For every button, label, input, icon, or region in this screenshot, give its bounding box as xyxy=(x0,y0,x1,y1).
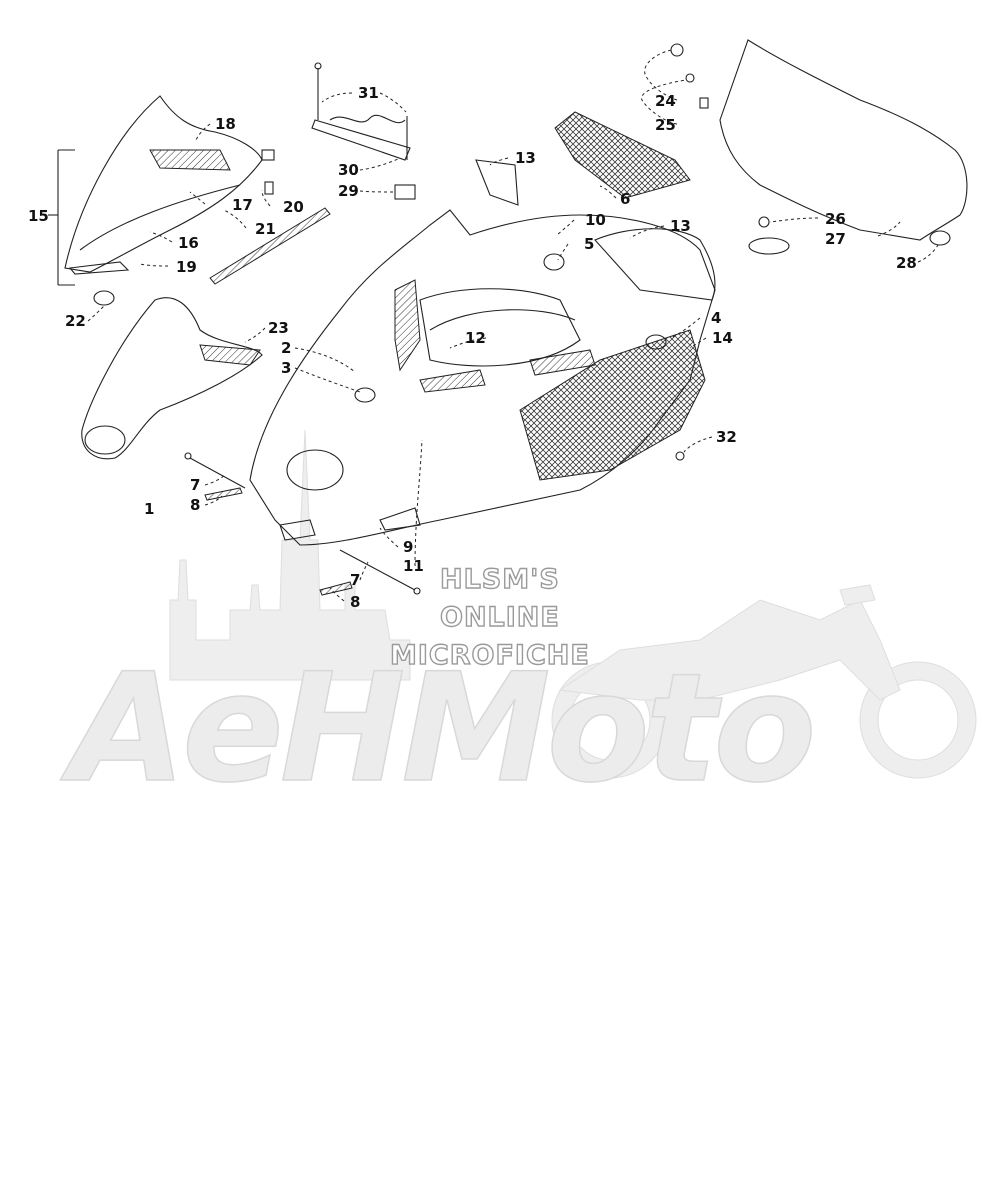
label-5: 5 xyxy=(584,235,594,253)
label-11: 11 xyxy=(403,557,424,575)
main-hood xyxy=(184,209,716,596)
label-23: 23 xyxy=(268,319,289,337)
label-8a: 8 xyxy=(190,496,200,514)
side-panel-assembly xyxy=(48,95,331,306)
label-4: 4 xyxy=(711,309,721,327)
label-16: 16 xyxy=(178,234,199,252)
label-7b: 7 xyxy=(350,571,360,589)
windshield xyxy=(670,39,968,255)
label-22: 22 xyxy=(65,312,86,330)
label-9: 9 xyxy=(403,538,413,556)
watermark-motorcycle xyxy=(551,584,977,779)
watermark-logo-text: AeHMoto xyxy=(60,642,812,816)
part-labels: 1 2 3 4 5 6 7 7 8 8 9 10 11 12 13 13 14 … xyxy=(28,84,917,611)
label-18: 18 xyxy=(215,115,236,133)
label-19: 19 xyxy=(176,258,197,276)
label-8b: 8 xyxy=(350,593,360,611)
label-13b: 13 xyxy=(670,217,691,235)
label-12: 12 xyxy=(465,329,486,347)
label-15: 15 xyxy=(28,207,49,225)
label-28: 28 xyxy=(896,254,917,272)
label-20: 20 xyxy=(283,198,304,216)
upper-grille-panel xyxy=(554,111,691,199)
watermark-line-3: MICROFICHE xyxy=(390,640,590,671)
label-27: 27 xyxy=(825,230,846,248)
label-7a: 7 xyxy=(190,476,200,494)
watermark-line-1: HLSM'S xyxy=(440,564,560,595)
label-24: 24 xyxy=(655,92,676,110)
label-6: 6 xyxy=(620,190,630,208)
label-10: 10 xyxy=(585,211,606,229)
label-1: 1 xyxy=(144,500,154,518)
label-14: 14 xyxy=(712,329,733,347)
watermark-line-2: ONLINE xyxy=(440,602,560,633)
label-25: 25 xyxy=(655,116,676,134)
label-30: 30 xyxy=(338,161,359,179)
label-2: 2 xyxy=(281,339,291,357)
watermark: AeHMoto HLSM'S ONLINE MICROFICHE xyxy=(59,429,977,817)
label-26: 26 xyxy=(825,210,846,228)
label-32: 32 xyxy=(716,428,737,446)
watermark-castle-silhouette xyxy=(169,429,411,681)
label-21: 21 xyxy=(255,220,276,238)
hood-hardware xyxy=(311,62,416,200)
label-31: 31 xyxy=(358,84,379,102)
label-17: 17 xyxy=(232,196,253,214)
decal-upper xyxy=(475,159,519,206)
lower-side-panel xyxy=(81,297,263,460)
label-29: 29 xyxy=(338,182,359,200)
label-3: 3 xyxy=(281,359,291,377)
leader-lines xyxy=(87,49,939,602)
label-13a: 13 xyxy=(515,149,536,167)
